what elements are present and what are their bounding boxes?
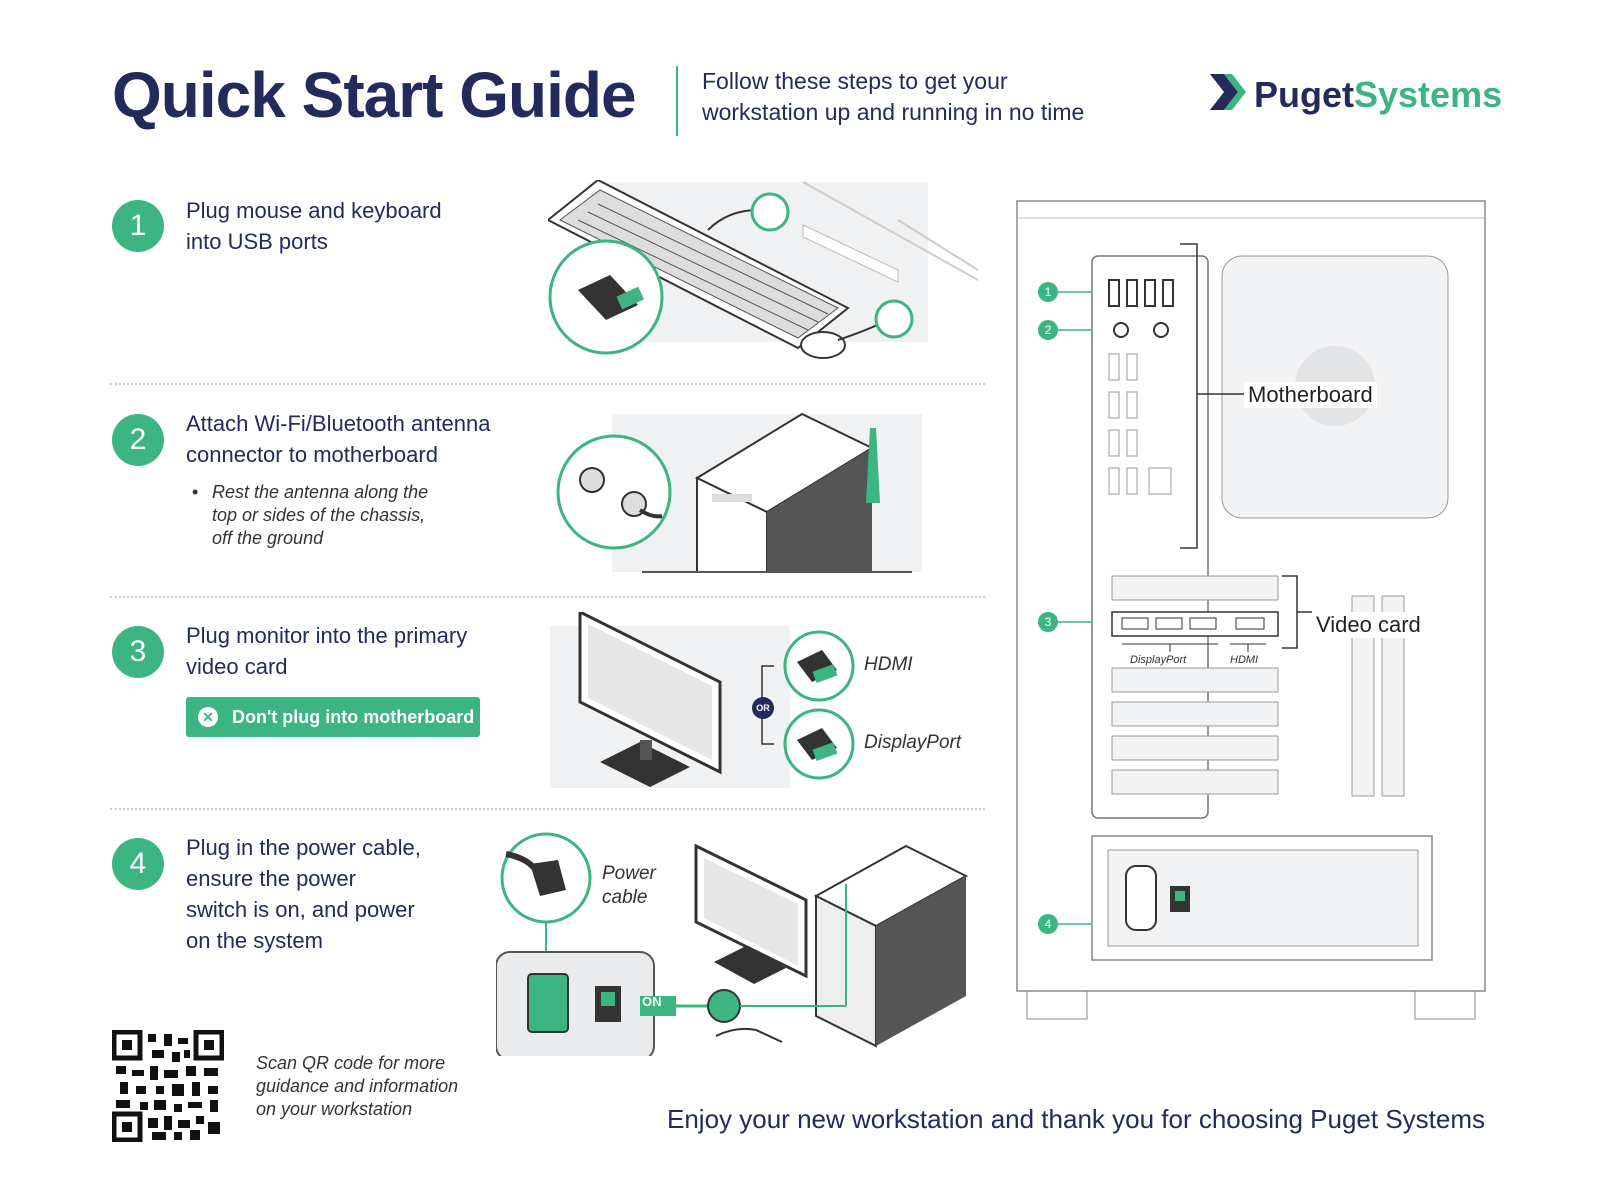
hdmi-label: HDMI — [864, 654, 913, 675]
port-displayport-label: DisplayPort — [1130, 654, 1187, 666]
port-hdmi-label: HDMI — [1230, 654, 1259, 666]
bullet-dot: • — [192, 482, 199, 502]
qr-caption: Scan QR code for more guidance and infor… — [256, 1053, 459, 1119]
step-4-number: 4 — [112, 838, 164, 890]
monitor-illustration — [550, 612, 790, 788]
videocard-label: Video card — [1312, 612, 1425, 638]
keyboard-mouse-illustration — [548, 180, 979, 359]
step-2-number: 2 — [112, 414, 164, 466]
step-separator — [110, 383, 985, 385]
footer-thanks: Enjoy your new workstation and thank you… — [667, 1104, 1485, 1134]
step-4-text: Plug in the power cable, ensure the powe… — [186, 835, 421, 953]
connector-options — [761, 630, 855, 780]
step-3-number: 3 — [112, 626, 164, 678]
step-separator — [110, 596, 985, 598]
diagram-marker-3: 3 — [1044, 615, 1052, 629]
puget-systems-logo: Puget Systems — [1208, 72, 1502, 120]
power-cable-label: Power cable — [602, 863, 656, 908]
diagram-marker-2: 2 — [1044, 323, 1052, 337]
brand-word-puget: Puget — [1254, 74, 1355, 115]
close-circle-icon: ✕ — [198, 707, 218, 727]
logo-chevron-icon — [1210, 74, 1246, 110]
step-1-text: Plug mouse and keyboard into USB ports — [186, 198, 442, 254]
or-badge: OR — [752, 697, 774, 719]
on-label: ON — [642, 994, 662, 1009]
diagram-marker-1: 1 — [1044, 285, 1052, 299]
step-separator — [110, 808, 985, 810]
page-title: Quick Start Guide — [112, 59, 637, 131]
displayport-label: DisplayPort — [864, 732, 962, 753]
qr-code — [112, 1030, 224, 1142]
step-3-text: Plug monitor into the primary video card — [186, 623, 468, 679]
header-divider — [676, 66, 678, 136]
step-1-number: 1 — [112, 200, 164, 252]
warning-badge: ✕ Don't plug into motherboard — [186, 697, 480, 737]
brand-word-systems: Systems — [1354, 74, 1503, 115]
diagram-marker-4: 4 — [1044, 917, 1052, 931]
step-2-text: Attach Wi-Fi/Bluetooth antenna connector… — [186, 411, 491, 467]
motherboard-label: Motherboard — [1244, 382, 1377, 408]
page-subtitle: Follow these steps to get your workstati… — [702, 68, 1085, 125]
antenna-illustration — [556, 412, 922, 573]
power-illustration — [496, 832, 969, 1056]
step-2-note: Rest the antenna along the top or sides … — [212, 482, 429, 548]
case-rear-diagram — [1016, 200, 1486, 1020]
